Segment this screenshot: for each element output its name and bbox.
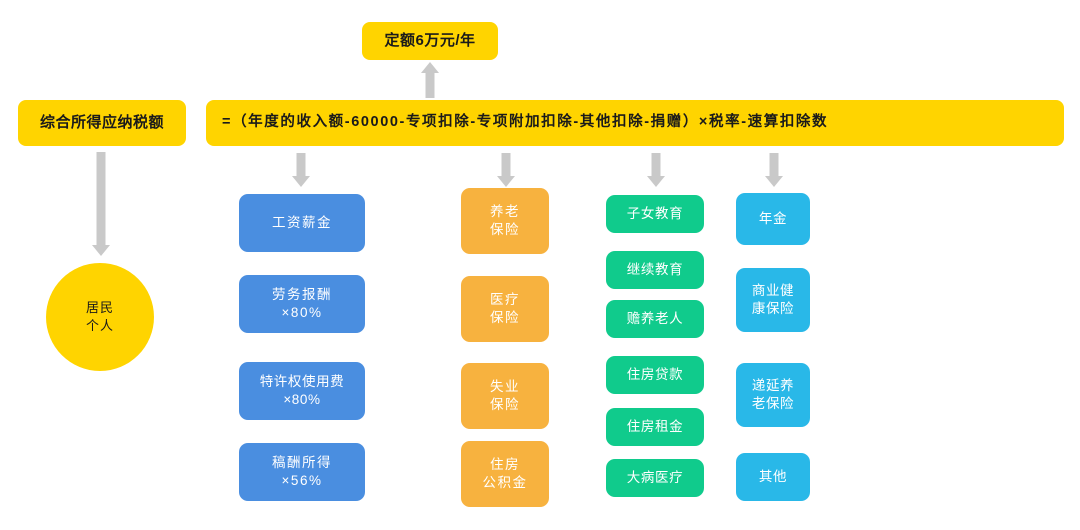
card-social-0[interactable]: 养老 保险 (461, 188, 549, 254)
person-node: 居民 个人 (46, 263, 154, 371)
card-social-3[interactable]: 住房 公积金 (461, 441, 549, 507)
card-other-0[interactable]: 年金 (736, 193, 810, 245)
card-other-1[interactable]: 商业健 康保险 (736, 268, 810, 332)
card-special-2[interactable]: 赡养老人 (606, 300, 704, 338)
taxable-amount-node: 综合所得应纳税额 (18, 100, 186, 146)
card-social-1[interactable]: 医疗 保险 (461, 276, 549, 342)
card-special-1[interactable]: 继续教育 (606, 251, 704, 289)
arrow-down-icon-person (92, 152, 110, 256)
card-income-2[interactable]: 特许权使用费 ×80% (239, 362, 365, 420)
arrow-down-icon-other (765, 153, 783, 187)
arrow-down-icon-social (497, 153, 515, 187)
formula-node: =（年度的收入额-60000-专项扣除-专项附加扣除-其他扣除-捐赠）×税率-速… (206, 100, 1064, 146)
card-special-0[interactable]: 子女教育 (606, 195, 704, 233)
card-other-3[interactable]: 其他 (736, 453, 810, 501)
arrow-down-icon-income (292, 153, 310, 187)
card-income-0[interactable]: 工资薪金 (239, 194, 365, 252)
card-income-1[interactable]: 劳务报酬 ×80% (239, 275, 365, 333)
card-special-3[interactable]: 住房贷款 (606, 356, 704, 394)
card-other-2[interactable]: 递延养 老保险 (736, 363, 810, 427)
card-income-3[interactable]: 稿酬所得 ×56% (239, 443, 365, 501)
card-special-4[interactable]: 住房租金 (606, 408, 704, 446)
arrow-up-icon-quota (421, 62, 439, 98)
quota-node: 定额6万元/年 (362, 22, 498, 60)
card-special-5[interactable]: 大病医疗 (606, 459, 704, 497)
arrow-down-icon-special (647, 153, 665, 187)
card-social-2[interactable]: 失业 保险 (461, 363, 549, 429)
